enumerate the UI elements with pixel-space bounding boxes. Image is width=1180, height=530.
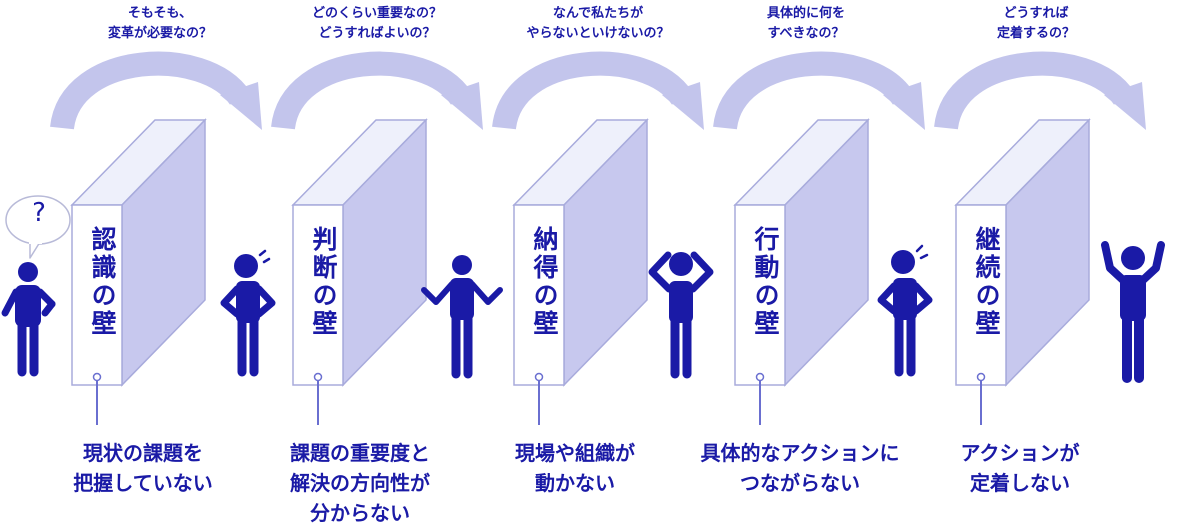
arrow-4 bbox=[713, 51, 925, 131]
description-3: 現場や組織が動かない bbox=[515, 441, 635, 495]
wall-1 bbox=[70, 118, 207, 425]
description-4: 具体的なアクションにつながらない bbox=[700, 441, 900, 495]
wall-2 bbox=[291, 118, 428, 425]
person-hands-on-head-icon bbox=[648, 251, 714, 379]
wall-label-4: 行動の壁 bbox=[751, 226, 780, 338]
arrow-5 bbox=[934, 51, 1146, 131]
person-shrugging-icon bbox=[421, 255, 503, 379]
wall-4 bbox=[733, 118, 870, 425]
question-3: なんで私たちがやらないといけないの？ bbox=[526, 6, 670, 41]
question-mark: ? bbox=[32, 198, 46, 228]
description-1: 現状の課題を把握していない bbox=[73, 441, 213, 495]
arrow-2 bbox=[271, 51, 483, 131]
wall-label-5: 継続の壁 bbox=[972, 226, 1001, 338]
wall-5 bbox=[954, 118, 1091, 425]
question-1: そもそも、変革が必要なの？ bbox=[107, 6, 212, 41]
wall-3 bbox=[512, 118, 649, 425]
person-thinking-icon bbox=[877, 244, 933, 377]
wall-label-1: 認識の壁 bbox=[88, 226, 117, 338]
description-5: アクションが定着しない bbox=[960, 441, 1080, 495]
wall-label-3: 納得の壁 bbox=[530, 226, 559, 338]
question-4: 具体的に何をすべきなの？ bbox=[766, 6, 845, 41]
question-5: どうすれば定着するの？ bbox=[996, 6, 1075, 41]
wall-label-2: 判断の壁 bbox=[309, 226, 338, 338]
description-2: 課題の重要度と解決の方向性が分からない bbox=[290, 441, 430, 525]
thought-bubble bbox=[5, 195, 71, 259]
question-2: どのくらい重要なの？どうすればよいの？ bbox=[311, 6, 442, 41]
person-hands-on-hips-icon bbox=[220, 249, 276, 377]
person-wondering-icon bbox=[1, 262, 56, 377]
arrow-3 bbox=[492, 51, 704, 131]
arrow-1 bbox=[50, 51, 262, 131]
person-celebrating-icon bbox=[1101, 241, 1165, 383]
